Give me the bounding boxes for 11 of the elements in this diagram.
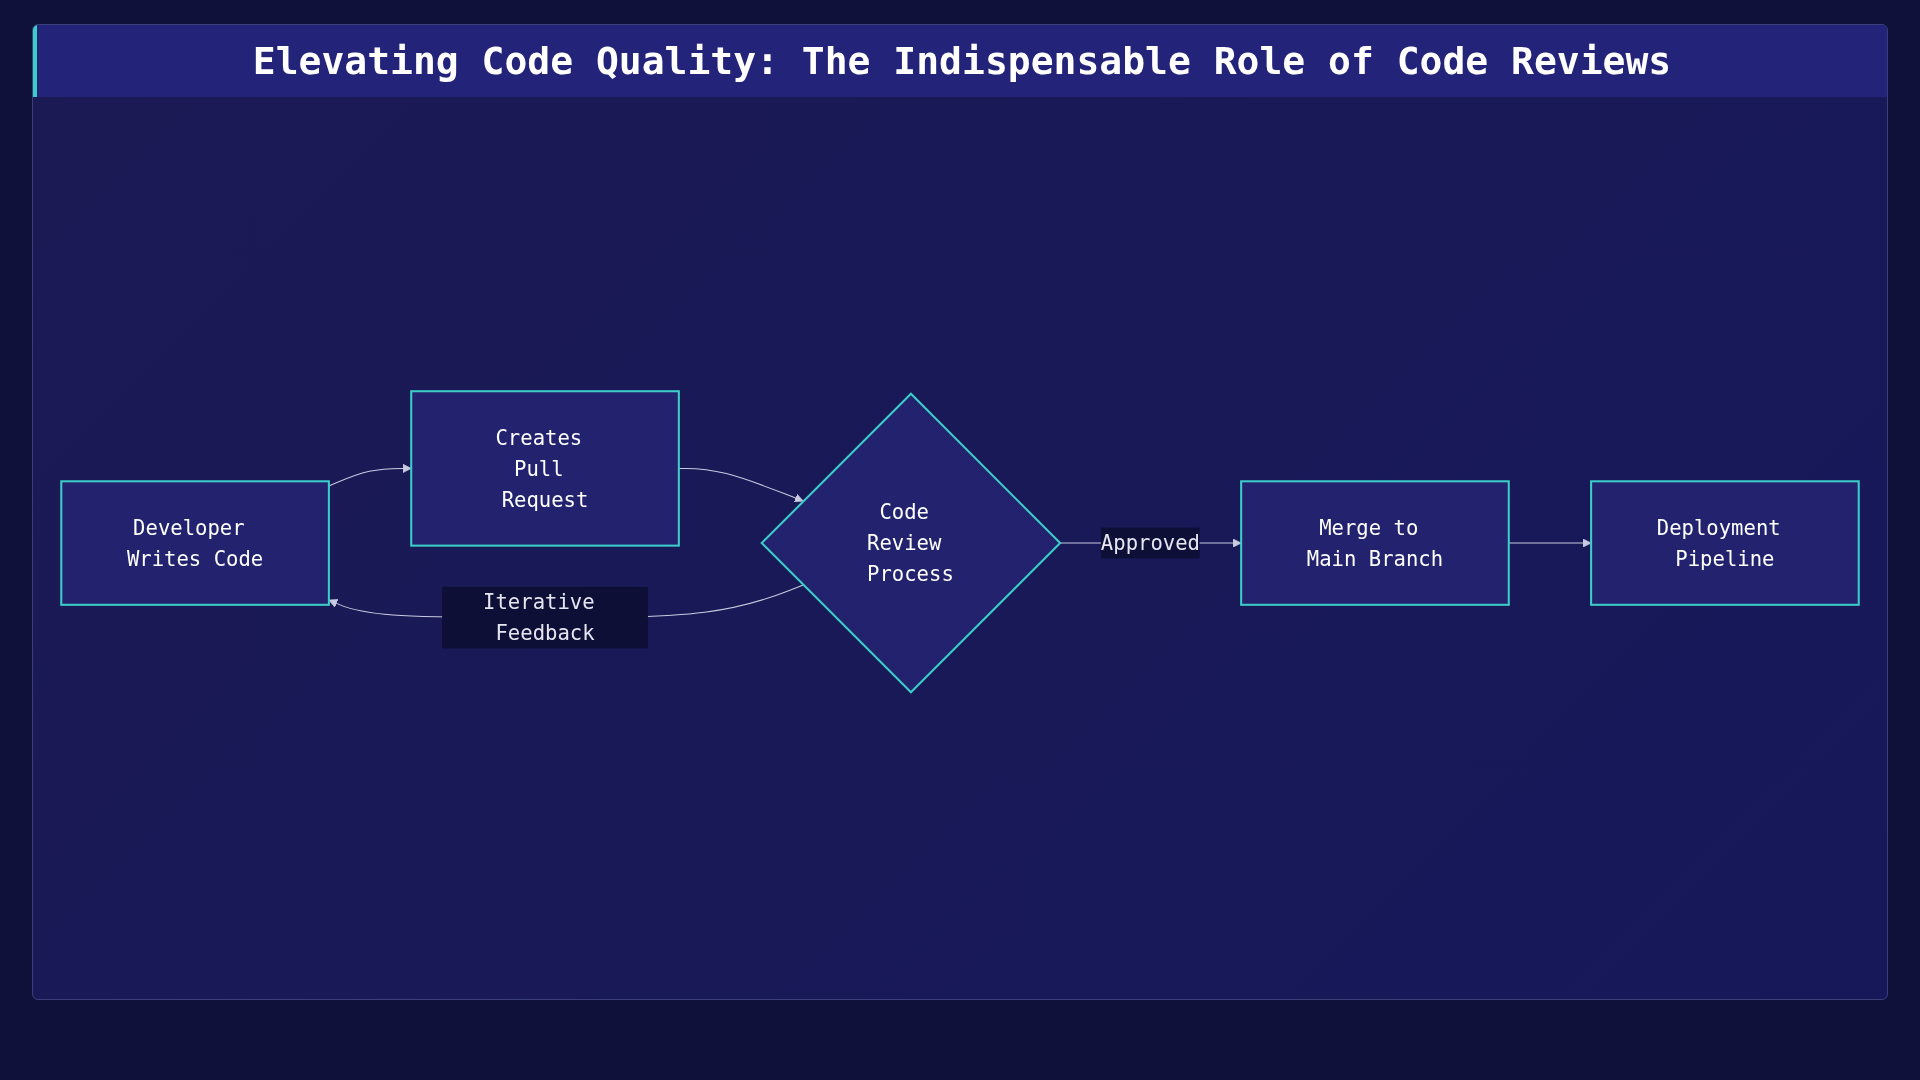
node-box: Merge to Main Branch — [1240, 480, 1510, 607]
node-diamond: Code Review Process — [760, 392, 1062, 694]
edge-label: Iterative Feedback — [483, 590, 595, 646]
arrow — [678, 468, 804, 503]
node-box: Creates Pull Request — [410, 390, 680, 547]
node-box: Developer Writes Code — [60, 480, 330, 607]
node-box: Deployment Pipeline — [1590, 480, 1860, 607]
diagram-title: Elevating Code Quality: The Indispensable Role of Code Reviews — [252, 39, 1672, 83]
arrow — [328, 464, 412, 487]
arrow — [1508, 538, 1592, 548]
edge-label: Approved — [1100, 530, 1200, 556]
